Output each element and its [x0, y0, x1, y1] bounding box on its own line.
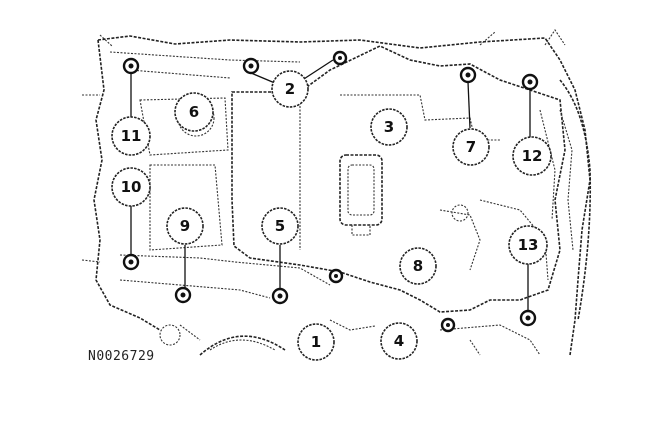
- callout-7: 7: [452, 128, 490, 166]
- callout-8: 8: [399, 247, 437, 285]
- callout-label: 7: [466, 138, 476, 156]
- callout-9: 9: [166, 207, 204, 245]
- callout-3: 3: [370, 108, 408, 146]
- callout-6: 6: [174, 92, 214, 132]
- callout-13: 13: [508, 225, 548, 265]
- callout-11: 11: [111, 116, 151, 156]
- callout-label: 13: [518, 236, 539, 254]
- callout-label: 9: [180, 217, 190, 235]
- callout-label: 3: [384, 118, 394, 136]
- bolt-marker: [519, 309, 537, 327]
- bolt-marker: [332, 50, 348, 66]
- callout-5: 5: [261, 207, 299, 245]
- bolt-marker: [459, 66, 477, 84]
- figure-reference-code: N0026729: [88, 349, 155, 364]
- bolt-marker: [521, 73, 539, 91]
- bolt-marker: [271, 287, 289, 305]
- bolt-markers: [122, 50, 539, 333]
- bolt-marker: [122, 253, 140, 271]
- callout-label: 6: [189, 103, 199, 121]
- callout-label: 1: [311, 333, 321, 351]
- callout-label: 10: [121, 178, 142, 196]
- callout-label: 2: [285, 80, 295, 98]
- callout-2: 2: [271, 70, 309, 108]
- callout-1: 1: [297, 323, 335, 361]
- valve-body-outline: [81, 29, 592, 356]
- callout-4: 4: [380, 322, 418, 360]
- bolt-marker: [122, 57, 140, 75]
- bolt-marker: [328, 268, 344, 284]
- callout-label: 11: [121, 127, 142, 145]
- callout-label: 8: [413, 257, 423, 275]
- callout-label: 5: [275, 217, 285, 235]
- callout-10: 10: [111, 167, 151, 207]
- callout-label: 4: [394, 332, 404, 350]
- bolt-marker: [242, 57, 260, 75]
- bolt-marker: [440, 317, 456, 333]
- bolt-marker: [174, 286, 192, 304]
- callout-label: 12: [522, 147, 543, 165]
- callout-12: 12: [512, 136, 552, 176]
